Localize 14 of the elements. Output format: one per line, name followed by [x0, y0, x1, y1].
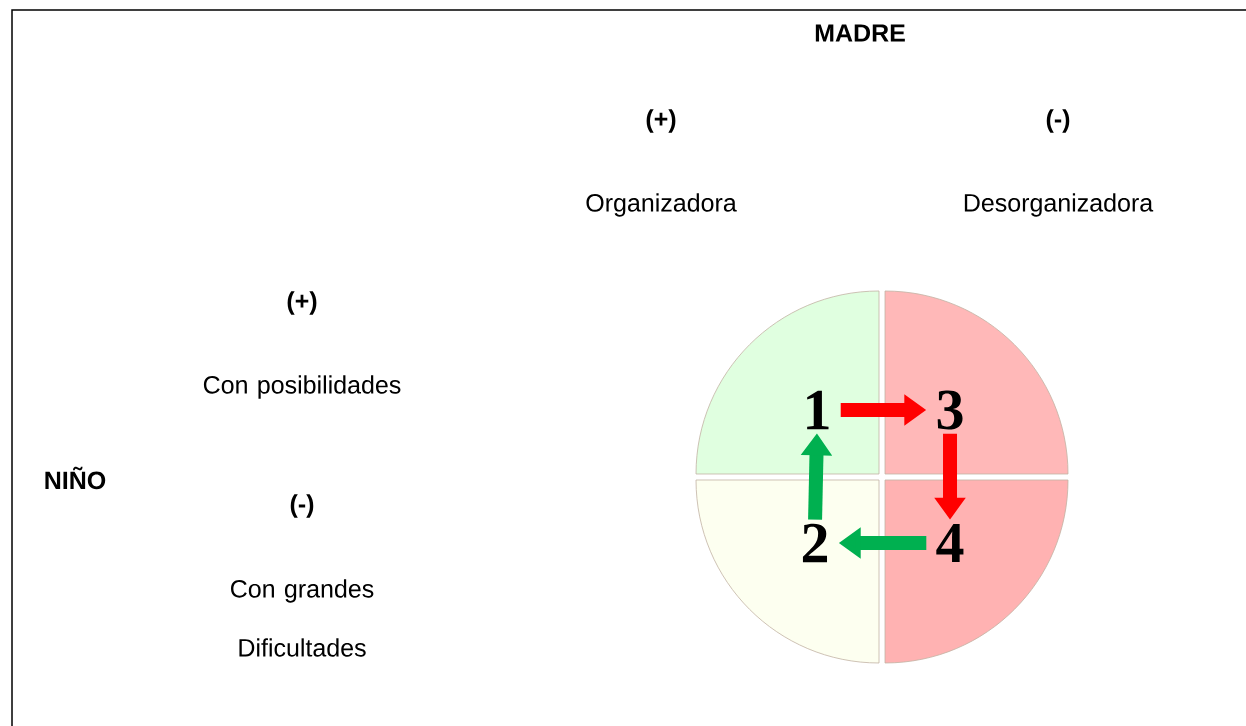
label-text: Con grandes Dificultades	[231, 579, 374, 657]
quadrant: 2	[695, 479, 880, 664]
quadrant: 1	[695, 290, 880, 475]
label-text: Desorganizadora	[964, 193, 1154, 217]
label-text: (+)	[287, 291, 317, 315]
quadrant: 3	[884, 290, 1069, 475]
quadrant: 4	[884, 479, 1069, 664]
label-text: NIÑO	[45, 466, 106, 490]
label-text: (-)	[290, 494, 314, 518]
label-text: Organizadora	[586, 193, 737, 217]
label-text: Con posibilidades	[203, 375, 401, 399]
label-text: (+)	[646, 109, 676, 133]
label-text: MADRE	[815, 24, 905, 42]
label-text: (-)	[1046, 109, 1070, 133]
